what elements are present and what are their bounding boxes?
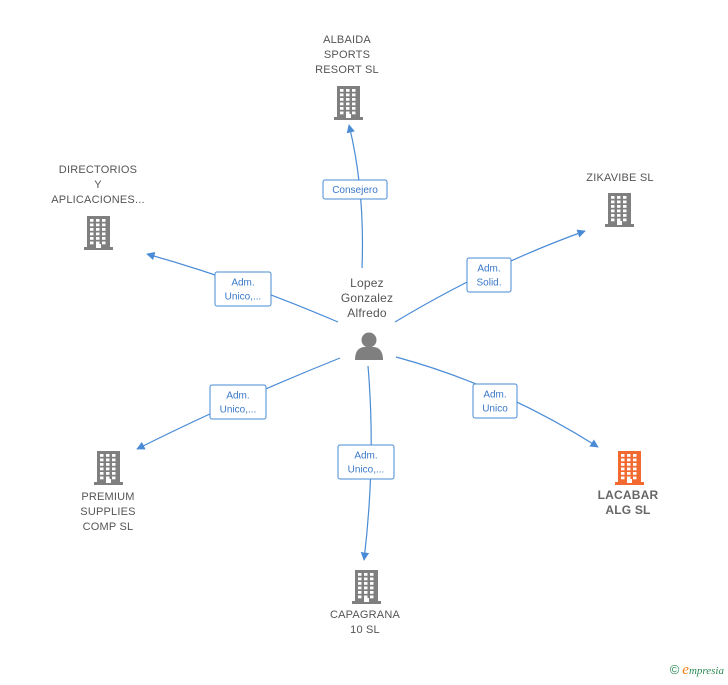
company-label-directorios-line: DIRECTORIOS bbox=[58, 164, 138, 176]
footer-brand[interactable]: ©empresia bbox=[670, 662, 724, 679]
company-label-albaida-line: SPORTS bbox=[323, 49, 371, 61]
building-icon-albaida[interactable] bbox=[334, 86, 363, 120]
person-name-label-line: Gonzalez bbox=[340, 291, 394, 305]
relation-badge-lacabar[interactable]: Adm. Unico bbox=[472, 383, 518, 419]
building-icon-premium[interactable] bbox=[94, 451, 123, 485]
relation-label-capagrana: Adm. bbox=[354, 451, 377, 462]
relation-label-capagrana: Unico,... bbox=[348, 465, 385, 476]
relation-badge-capagrana[interactable]: Adm. Unico,... bbox=[337, 444, 395, 480]
company-label-zikavibe-line: ZIKAVIBE SL bbox=[586, 172, 654, 184]
relation-label-premium: Unico,... bbox=[220, 405, 257, 416]
icons-layer bbox=[84, 86, 644, 604]
person-icon[interactable] bbox=[355, 332, 383, 361]
company-label-directorios-line: APLICACIONES... bbox=[51, 194, 145, 206]
relation-badge-premium[interactable]: Adm. Unico,... bbox=[209, 384, 267, 420]
building-icon-capagrana[interactable] bbox=[352, 570, 381, 604]
company-label-premium-line: SUPPLIES bbox=[80, 506, 136, 518]
company-label-capagrana-line: 10 SL bbox=[350, 624, 380, 636]
building-icon-lacabar[interactable] bbox=[615, 451, 644, 485]
building-icon-directorios[interactable] bbox=[84, 216, 113, 250]
company-label-lacabar-line: LACABAR bbox=[597, 488, 659, 502]
company-label-directorios[interactable]: DIRECTORIOS Y APLICACIONES... bbox=[38, 163, 158, 208]
relation-label-zikavibe: Adm. bbox=[477, 264, 500, 275]
relation-label-directorios: Unico,... bbox=[225, 292, 262, 303]
copyright-icon: © bbox=[669, 662, 680, 677]
relation-label-zikavibe: Solid. bbox=[476, 278, 501, 289]
company-label-capagrana[interactable]: CAPAGRANA 10 SL bbox=[315, 608, 415, 638]
relation-label-albaida: Consejero bbox=[332, 185, 378, 196]
building-icon-zikavibe[interactable] bbox=[605, 193, 634, 227]
company-label-albaida-line: RESORT SL bbox=[315, 64, 379, 76]
brand-logo-e: e bbox=[682, 662, 689, 678]
company-label-premium[interactable]: PREMIUM SUPPLIES COMP SL bbox=[58, 490, 158, 535]
relation-badge-directorios[interactable]: Adm. Unico,... bbox=[214, 271, 272, 307]
company-label-lacabar-line: ALG SL bbox=[605, 503, 651, 517]
person-name-label-line: Alfredo bbox=[347, 306, 387, 320]
company-label-albaida[interactable]: ALBAIDA SPORTS RESORT SL bbox=[292, 33, 402, 78]
relation-badge-albaida[interactable]: Consejero bbox=[322, 179, 388, 200]
company-label-directorios-line: Y bbox=[94, 179, 102, 191]
relation-badge-zikavibe[interactable]: Adm. Solid. bbox=[466, 257, 512, 293]
relation-label-premium: Adm. bbox=[226, 391, 249, 402]
company-label-albaida-line: ALBAIDA bbox=[323, 34, 371, 46]
company-label-premium-line: COMP SL bbox=[82, 521, 134, 533]
brand-logo-text: mpresia bbox=[688, 665, 724, 677]
company-label-premium-line: PREMIUM bbox=[81, 491, 135, 503]
relation-label-directorios: Adm. bbox=[231, 278, 254, 289]
company-label-capagrana-line: CAPAGRANA bbox=[329, 609, 401, 621]
person-name-label-line: Lopez bbox=[350, 276, 384, 290]
company-label-zikavibe[interactable]: ZIKAVIBE SL bbox=[565, 171, 675, 186]
relation-label-lacabar: Adm. bbox=[483, 390, 506, 401]
relation-label-lacabar: Unico bbox=[482, 404, 508, 415]
